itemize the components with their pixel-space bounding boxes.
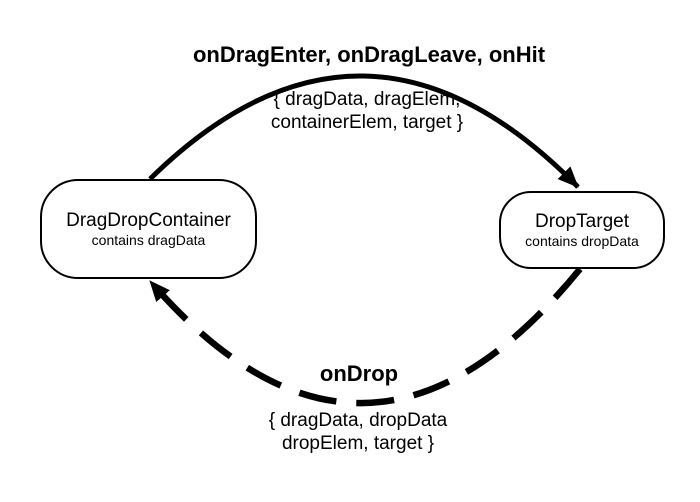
top-edge-params-line2: containerElem, target } — [270, 112, 464, 133]
node-dragdropcontainer-subtitle: contains dragData — [91, 232, 206, 248]
bottom-edge-params-line1: { dragData, dropData — [268, 410, 448, 431]
bottom-edge-params: { dragData, dropData dropElem, target } — [208, 409, 508, 455]
node-dragdropcontainer-title: DragDropContainer — [66, 210, 231, 231]
top-edge-label: onDragEnter, onDragLeave, onHit — [192, 42, 546, 67]
bottom-edge-label: onDrop — [319, 361, 399, 386]
dashed-arrow-edge — [147, 266, 583, 407]
top-edge-params-line1: { dragData, dragElem, — [273, 89, 461, 110]
solid-arrow-edge — [148, 73, 580, 189]
node-droptarget-subtitle: contains dropData — [525, 233, 639, 249]
top-edge-params: { dragData, dragElem, containerElem, tar… — [217, 88, 517, 134]
bottom-edge-params-line2: dropElem, target } — [281, 433, 435, 454]
node-dragdropcontainer: DragDropContainer contains dragData — [40, 179, 257, 279]
node-droptarget-title: DropTarget — [535, 211, 629, 232]
node-droptarget: DropTarget contains dropData — [499, 191, 665, 269]
